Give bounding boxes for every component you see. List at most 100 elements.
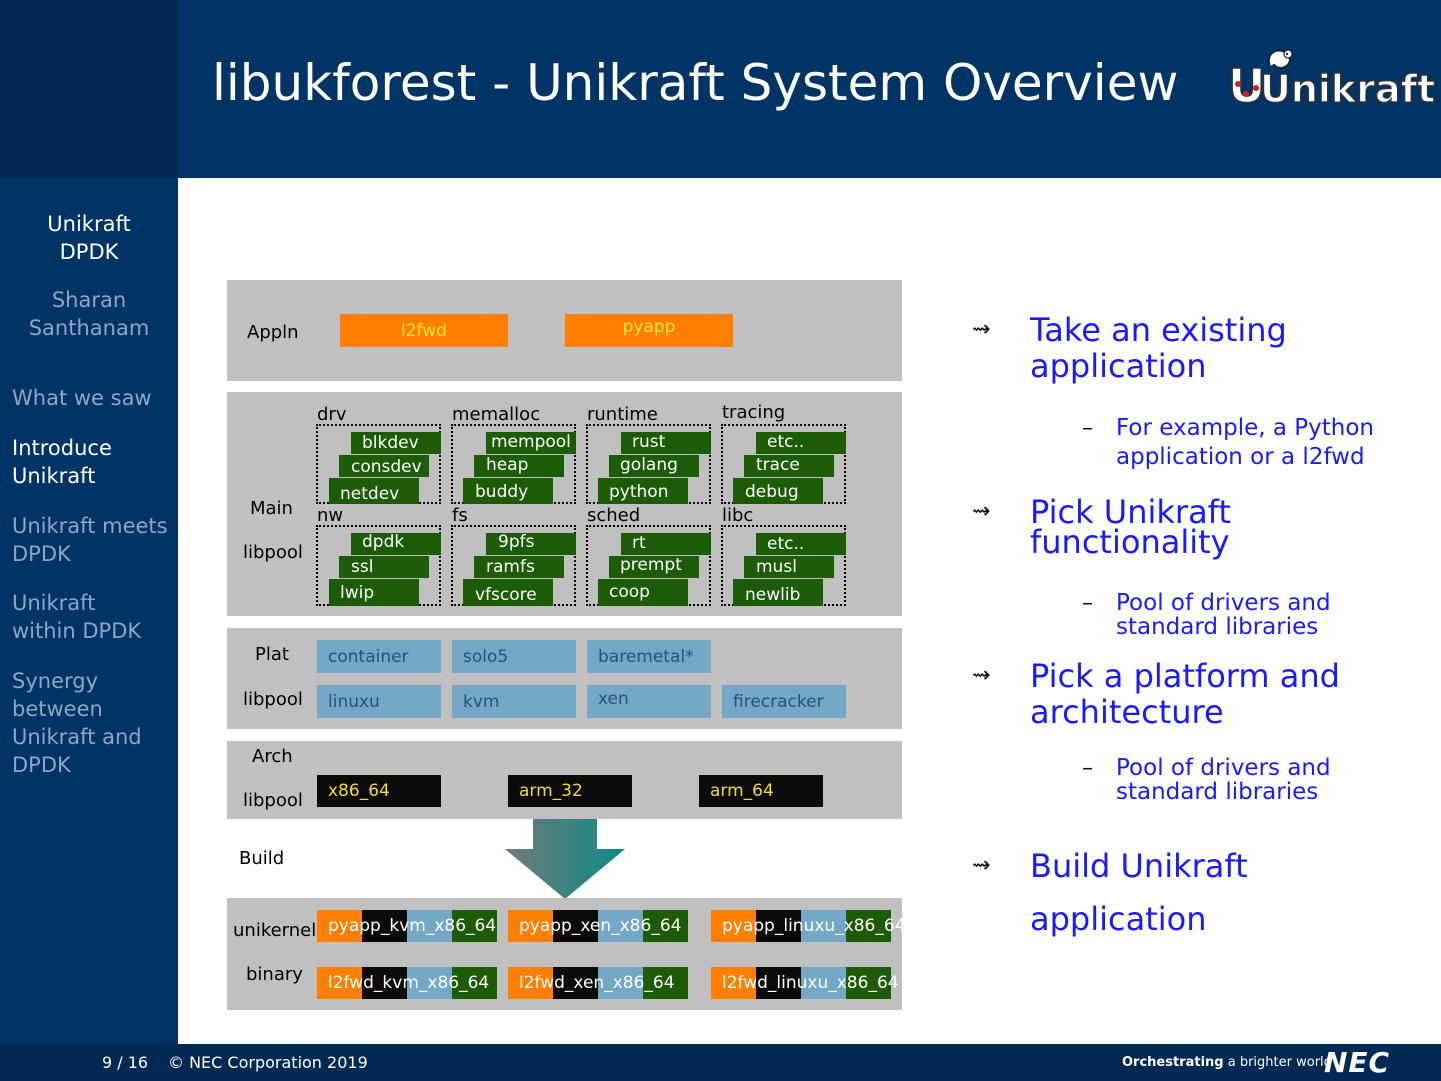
bullet-text: Pick a platform and [1030, 657, 1340, 695]
sidebar-item-unikraft-meets-dpdk[interactable]: Unikraft meets DPDK [12, 512, 174, 568]
lib-label: blkdev [362, 433, 419, 453]
lib-box [744, 455, 834, 477]
group-label: tracing [722, 402, 786, 423]
footer-bar [0, 1044, 1441, 1081]
arch-box: arm_64 [699, 775, 823, 807]
platform-box: solo5 [452, 640, 576, 673]
header-bar [178, 0, 1441, 178]
sidebar-item-label: within DPDK [12, 619, 142, 643]
binary-name: l2fwd_linuxu_x86_64 [722, 973, 899, 993]
lib-label: consdev [351, 457, 422, 477]
sidebar-item-label: Unikraft and [12, 725, 142, 749]
sub-bullet-text: application or a l2fwd [1116, 444, 1365, 470]
header-corner [0, 0, 178, 178]
lib-label: buddy [475, 482, 529, 502]
lib-box [598, 478, 688, 504]
lib-label: rust [632, 432, 666, 452]
bullet-arrow-icon: ⇝ [972, 499, 991, 524]
bullet-text: Pick Unikraft [1030, 493, 1231, 531]
platform-box: container [317, 640, 441, 673]
lib-label: ramfs [486, 557, 535, 577]
binary-box: l2fwd_linuxu_x86_64 [711, 967, 899, 999]
build-arrow-icon [505, 819, 625, 899]
group-label: runtime [587, 404, 658, 425]
lib-label: python [609, 482, 669, 502]
group-label: drv [317, 404, 347, 425]
group-label: nw [317, 505, 344, 526]
sidebar-conference-line1: Unikraft [47, 212, 131, 236]
unikernel-label: unikernel [233, 920, 317, 941]
arch-box: arm_32 [508, 775, 632, 807]
lib-box [351, 432, 441, 454]
binary-box: pyapp_linuxu_x86_64 [711, 910, 906, 942]
sidebar-author-line2: Santhanam [28, 316, 150, 340]
bullet-arrow-icon: ⇝ [972, 663, 991, 688]
sidebar-item-label: Unikraft [12, 591, 96, 615]
appln-panel [227, 280, 902, 381]
sidebar-item-unikraft-within-dpdk[interactable]: Unikraft within DPDK [12, 589, 174, 645]
sub-bullet-text: Pool of drivers and [1116, 590, 1331, 616]
tagline-bold: Orchestrating [1122, 1055, 1224, 1070]
lib-label: netdev [340, 484, 400, 504]
lib-label: rt [632, 533, 646, 553]
sidebar-item-what-we-saw[interactable]: What we saw [12, 386, 152, 410]
lib-label: etc.. [767, 432, 805, 452]
binary-box: pyapp_kvm_x86_64 [317, 910, 497, 942]
sub-bullet-dash: – [1082, 416, 1093, 441]
binary-name: pyapp_linuxu_x86_64 [722, 916, 906, 936]
lib-box [598, 579, 688, 606]
unikraft-logo: U Unikraft [1227, 49, 1436, 114]
platform-box: linuxu [317, 685, 441, 718]
lib-box [733, 579, 823, 606]
group-label: sched [587, 505, 641, 526]
lib-box [756, 432, 846, 454]
sidebar-conference-line2: DPDK [59, 240, 119, 264]
lib-box [609, 556, 699, 578]
lib-label: debug [745, 482, 799, 502]
lib-label: prempt [620, 555, 682, 575]
sidebar-item-label: Introduce [12, 436, 112, 460]
sub-bullet-text: For example, a Python [1116, 415, 1374, 441]
tagline-rest: a brighter world [1223, 1055, 1332, 1070]
sidebar-author-line1: Sharan [51, 288, 127, 312]
bullet-text: Take an existing [1030, 311, 1287, 349]
copyright: © NEC Corporation 2019 [168, 1053, 368, 1072]
sidebar-item-introduce-unikraft[interactable]: Introduce Unikraft [12, 434, 174, 490]
appln-label: Appln [247, 322, 299, 343]
lib-label: golang [620, 455, 678, 475]
arch-libpool-label: libpool [243, 790, 303, 811]
group-label: memalloc [452, 404, 541, 425]
sidebar-item-label: Unikraft meets [12, 514, 168, 538]
bullet-text: functionality [1030, 523, 1230, 561]
arch-label: Arch [252, 746, 293, 767]
plat-libpool-label: libpool [243, 689, 303, 710]
lib-box [733, 478, 823, 504]
sidebar-item-label: Unikraft [12, 464, 96, 488]
sub-bullet-dash: – [1082, 756, 1093, 781]
bullet-text: application [1030, 900, 1207, 938]
lib-box [486, 533, 576, 555]
binary-name: l2fwd_kvm_x86_64 [328, 973, 490, 993]
bullet-text: application [1030, 347, 1207, 385]
bullet-text: Build Unikraft [1030, 847, 1248, 885]
platform-box: kvm [452, 685, 576, 718]
lib-box [474, 455, 564, 477]
app-box: l2fwd [340, 314, 508, 347]
sidebar-item-label: Synergy [12, 669, 99, 693]
lib-box [756, 533, 846, 555]
main-libpool-label: libpool [243, 542, 303, 563]
binary-box: pyapp_xen_x86_64 [508, 910, 688, 942]
group-label: fs [452, 505, 468, 526]
lib-label: vfscore [475, 585, 537, 605]
sub-bullet-dash: – [1082, 591, 1093, 616]
binary-box: l2fwd_kvm_x86_64 [317, 967, 497, 999]
lib-label: mempool [491, 432, 571, 452]
sidebar-item-synergy[interactable]: Synergy between Unikraft and DPDK [12, 667, 174, 779]
binary-label: binary [246, 964, 303, 985]
sidebar-item-label: between [12, 697, 103, 721]
lib-label: trace [756, 455, 800, 475]
sidebar-item-label: DPDK [12, 542, 71, 566]
platform-box: xen [587, 685, 711, 718]
lib-label: newlib [745, 585, 801, 605]
lib-box [621, 533, 711, 555]
